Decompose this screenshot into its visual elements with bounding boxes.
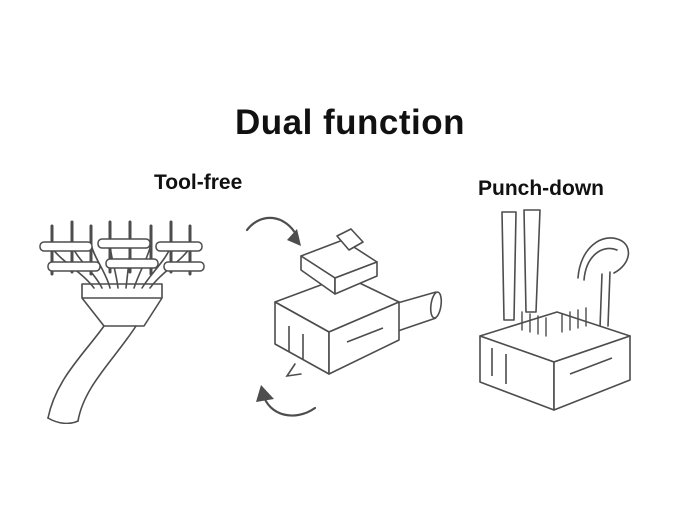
punch-tool-handles bbox=[501, 209, 541, 321]
strain-relief-cap bbox=[577, 237, 630, 329]
tool-free-illustration bbox=[39, 220, 205, 424]
twist-cap bbox=[300, 228, 378, 295]
bottom-latch bbox=[285, 363, 302, 378]
idc-contacts bbox=[521, 307, 587, 337]
punch-down-label: Punch-down bbox=[478, 177, 604, 200]
cable bbox=[47, 325, 137, 424]
tool-free-label: Tool-free bbox=[154, 171, 243, 194]
rotation-arrow-top-icon bbox=[245, 216, 301, 246]
rotation-arrow-bottom-icon bbox=[256, 385, 317, 417]
jack-body bbox=[274, 275, 400, 375]
wire-cap-bars bbox=[39, 238, 205, 272]
cap-latch-tab bbox=[336, 228, 364, 251]
twist-lock-illustration bbox=[245, 216, 443, 417]
punch-down-illustration bbox=[479, 209, 631, 411]
page-title: Dual function bbox=[234, 103, 466, 142]
wire-cap-funnel bbox=[81, 283, 163, 327]
jack-base bbox=[479, 311, 631, 411]
